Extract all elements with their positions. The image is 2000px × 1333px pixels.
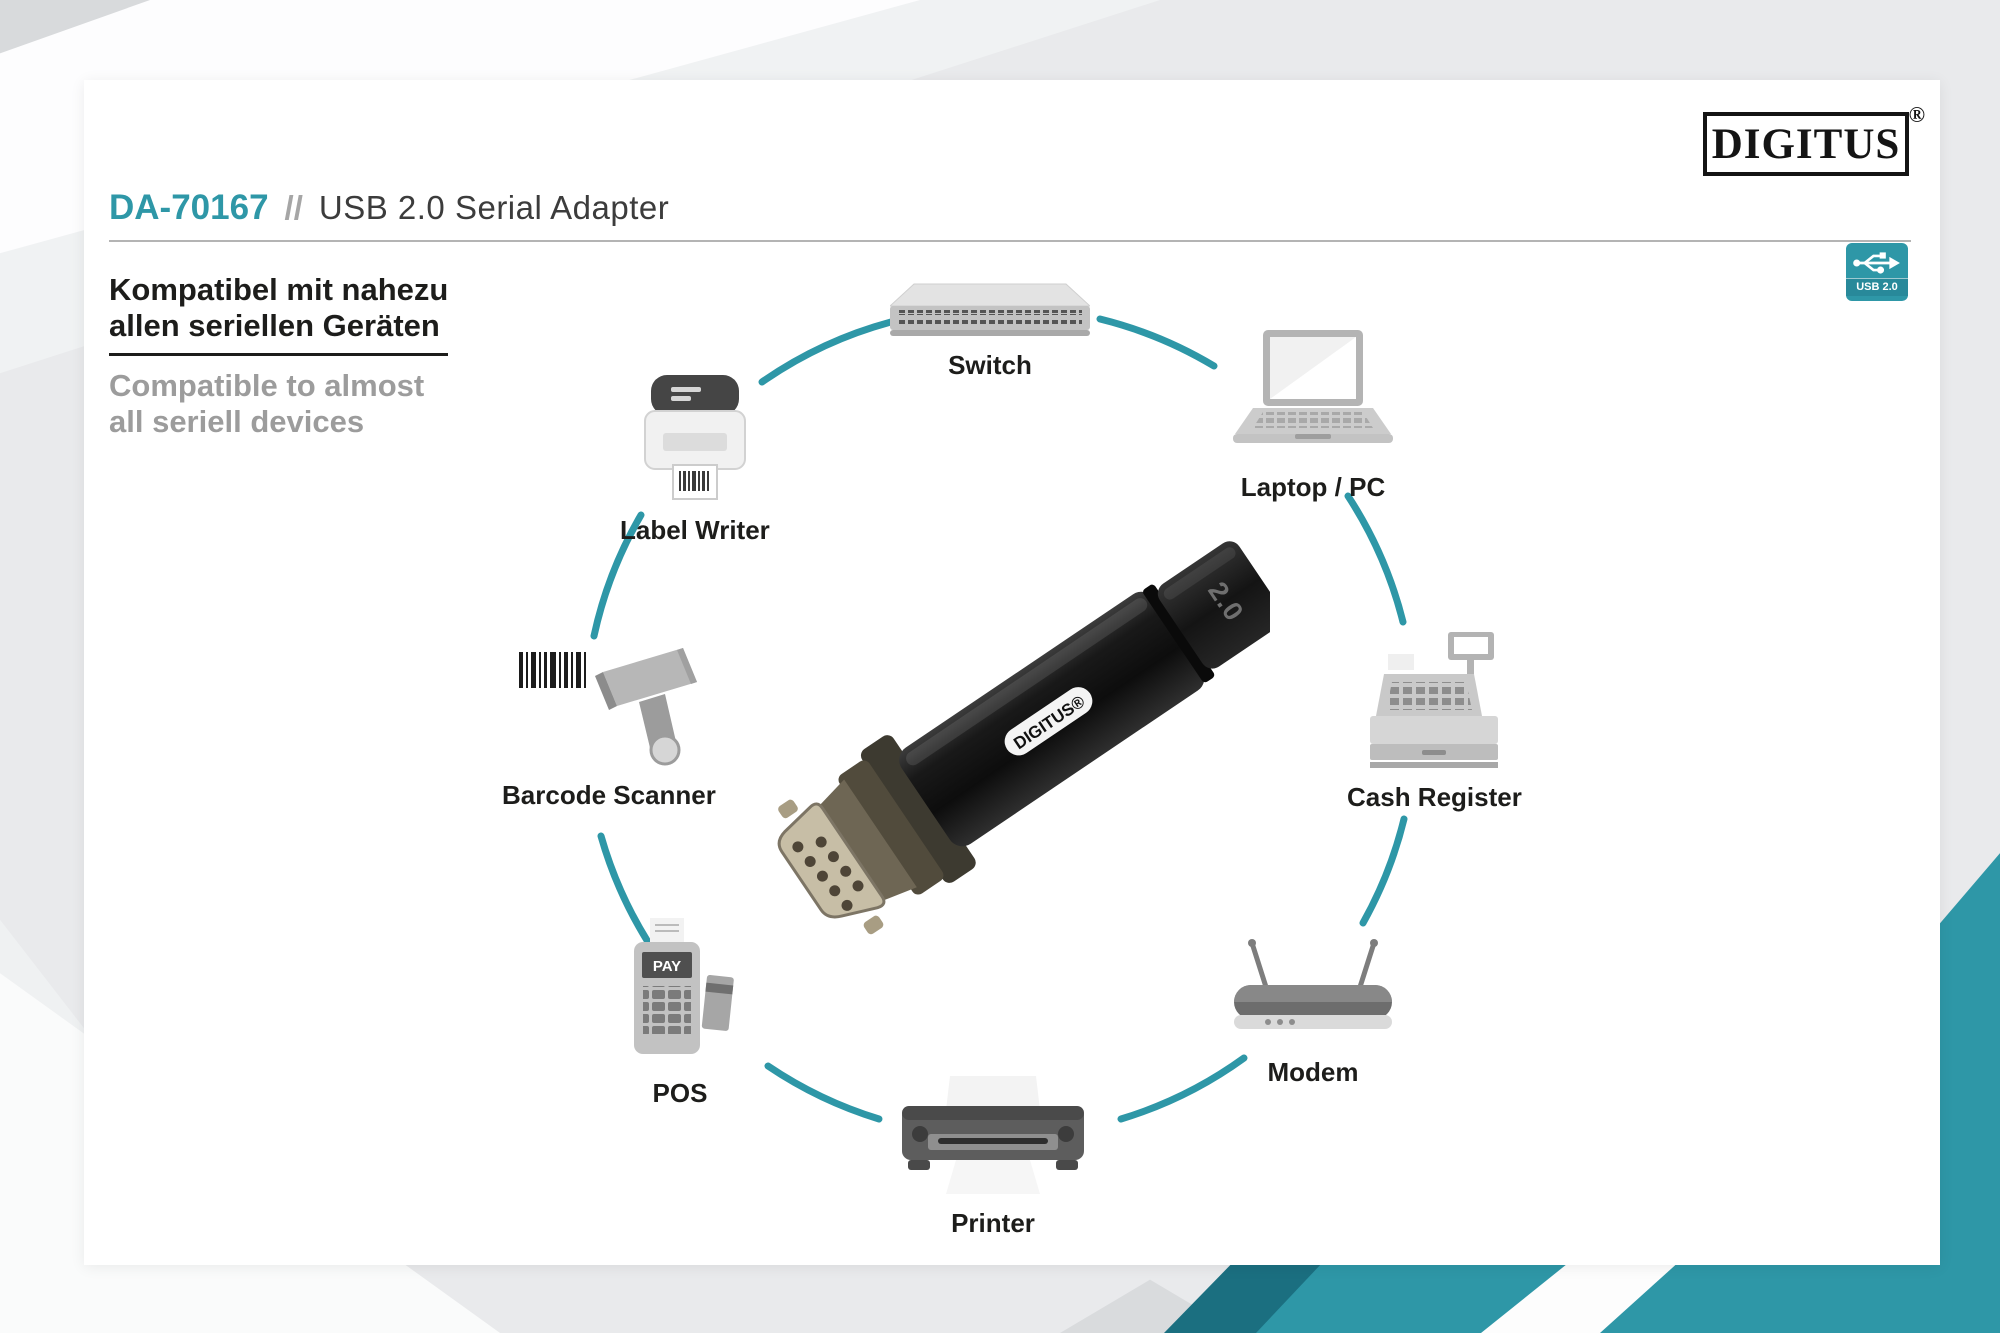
brand-logo: DIGITUS ® <box>1703 102 1925 176</box>
jack-screw-bottom <box>863 915 884 935</box>
device-pos: PAY POS <box>620 918 740 1109</box>
device-switch: Switch <box>890 278 1090 381</box>
content-card <box>84 80 1940 1265</box>
pos-terminal-icon: PAY <box>634 918 734 1054</box>
headline-german: Kompatibel mit nahezu allen seriellen Ge… <box>109 272 449 356</box>
usb-trident-icon <box>1853 252 1900 274</box>
db9-pins <box>792 836 864 911</box>
adapter-body: DIGITUS® <box>899 591 1205 847</box>
label-writer-icon <box>643 375 746 500</box>
device-label-pos: POS <box>652 1078 708 1108</box>
usb2-badge: USB 2.0 <box>1846 243 1908 301</box>
product-title: USB 2.0 Serial Adapter <box>318 189 670 226</box>
headline-german-line1: Kompatibel mit nahezu <box>109 272 449 307</box>
header-divider <box>109 240 1911 242</box>
usb-cap: 2.0 <box>1143 541 1270 683</box>
device-modem: Modem <box>1228 935 1398 1088</box>
device-cash-register: Cash Register <box>1347 632 1522 813</box>
device-label-writer: Label Writer <box>620 375 770 546</box>
laptop-icon <box>1233 330 1393 443</box>
device-label-cash-register: Cash Register <box>1347 782 1522 812</box>
model-number: DA-70167 <box>109 188 269 227</box>
usb-badge-label: USB 2.0 <box>1846 278 1908 296</box>
usb-serial-adapter-image: DIGITUS® 2.0 <box>777 541 1270 935</box>
device-barcode-scanner: Barcode Scanner <box>502 638 716 811</box>
device-label-label-writer: Label Writer <box>620 515 770 545</box>
headline-english-line2: all seriell devices <box>109 404 365 439</box>
printer-icon <box>902 1076 1084 1194</box>
header-separator: // <box>284 189 303 226</box>
device-label-barcode-scanner: Barcode Scanner <box>502 780 716 810</box>
headline-german-line2: allen seriellen Geräten <box>109 308 440 343</box>
modem-icon <box>1234 939 1392 1029</box>
device-label-switch: Switch <box>948 350 1032 380</box>
device-label-printer: Printer <box>951 1208 1035 1238</box>
barcode-icon <box>518 652 586 688</box>
barcode-scanner-icon <box>518 648 697 766</box>
device-printer: Printer <box>898 1076 1088 1239</box>
db9-connector <box>777 735 976 935</box>
device-laptop-pc: Laptop / PC <box>1233 330 1393 503</box>
payment-card-icon <box>701 974 734 1031</box>
registered-trademark-mark: ® <box>1908 102 1925 127</box>
page-header: DA-70167 // USB 2.0 Serial Adapter <box>109 188 669 228</box>
brand-logo-text: DIGITUS <box>1711 120 1901 168</box>
device-label-modem: Modem <box>1267 1057 1359 1087</box>
device-label-laptop-pc: Laptop / PC <box>1240 472 1386 502</box>
network-switch-icon <box>890 283 1090 336</box>
headline-english: Compatible to almost all seriell devices <box>109 368 424 440</box>
pos-display-text: PAY <box>653 958 681 975</box>
cash-register-icon <box>1370 632 1499 768</box>
jack-screw-top <box>778 799 798 819</box>
headline-english-line1: Compatible to almost <box>109 368 425 403</box>
